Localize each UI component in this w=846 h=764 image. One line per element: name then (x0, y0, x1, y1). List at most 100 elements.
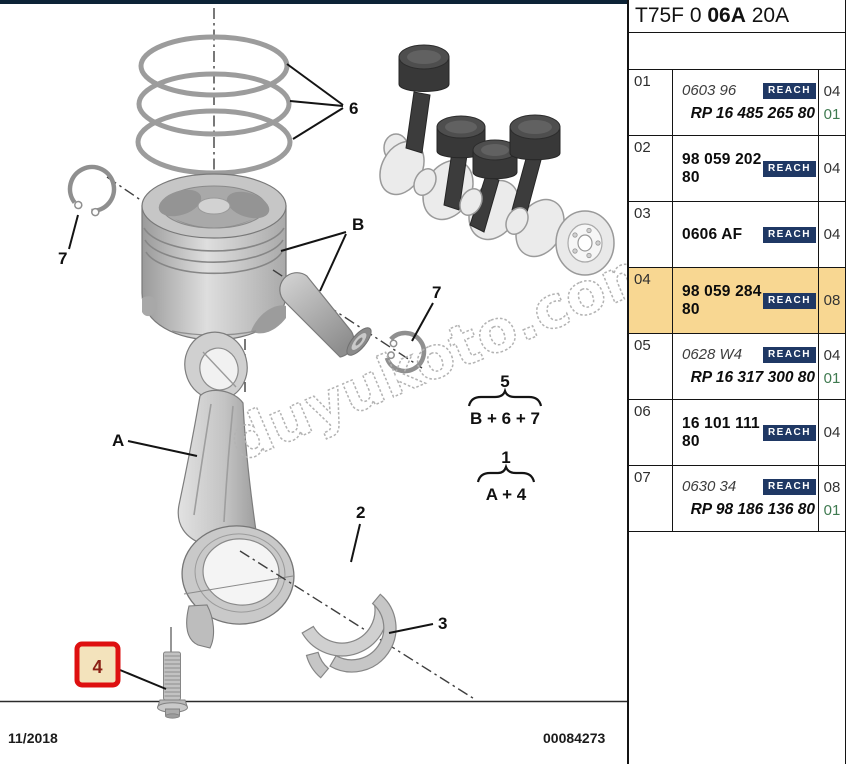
reach-badge[interactable]: REACH (762, 226, 816, 243)
reach-badge[interactable]: REACH (762, 160, 816, 177)
big-end-axis (239, 550, 477, 701)
callout-7-right[interactable]: 7 (432, 283, 441, 302)
piston (141, 173, 287, 341)
quantity-cell: 08 01 (818, 466, 845, 531)
table-row[interactable]: 01 0603 96 REACH RP 16 485 265 80 04 01 (629, 70, 845, 136)
piston-leader-lines (280, 231, 347, 292)
table-row[interactable]: 06 16 101 111 80 REACH 04 (629, 400, 845, 466)
replacement-part-number: RP 16 317 300 80 (690, 369, 815, 386)
row-number: 03 (629, 202, 673, 267)
part-cell: 0606 AF REACH (673, 202, 818, 267)
circlip-right (384, 330, 427, 374)
replacement-part-number: RP 16 485 265 80 (690, 105, 815, 122)
group-formula-piston: 5 B + 6 + 7 (467, 372, 543, 428)
parts-table-rows: 01 0603 96 REACH RP 16 485 265 80 04 01 … (629, 70, 845, 532)
exploded-diagram-panel: 6 7 B 7 (0, 8, 672, 719)
quantity-cell: 04 (818, 400, 845, 465)
part-cell: 16 101 111 80 REACH (673, 400, 818, 465)
piston-pin (279, 272, 372, 358)
header-spacer (629, 33, 845, 70)
footer-doc-number: 00084273 (543, 730, 606, 746)
row-number: 06 (629, 400, 673, 465)
part-number: 98 059 202 80 (682, 150, 762, 186)
part-cell: 98 059 284 80 REACH (673, 268, 818, 333)
shell-lower-leader (388, 623, 434, 634)
row-number: 05 (629, 334, 673, 399)
rod-bolt (157, 627, 188, 719)
group-5-expression: B + 6 + 7 (470, 409, 540, 428)
reach-badge[interactable]: REACH (762, 346, 816, 363)
replacement-part-number: RP 98 186 136 80 (690, 501, 815, 518)
quantity: 04 (823, 82, 841, 100)
reach-badge[interactable]: REACH (762, 478, 816, 495)
code-prefix: T75F 0 (635, 4, 708, 27)
rod-leader (127, 440, 198, 457)
part-number: 98 059 284 80 (682, 282, 762, 318)
callout-6-rings[interactable]: 6 (349, 99, 358, 118)
table-row[interactable]: 02 98 059 202 80 REACH 04 (629, 136, 845, 202)
footer-date: 11/2018 (8, 730, 58, 746)
quantity-cell: 04 01 (818, 334, 845, 399)
overbrace-rod-group (476, 463, 536, 483)
group-formula-rod: 1 A + 4 (476, 448, 536, 504)
part-cell: 0603 96 REACH RP 16 485 265 80 (673, 70, 818, 135)
catalog-code-header: T75F 0 06A 20A (629, 0, 845, 33)
reach-badge[interactable]: REACH (762, 292, 816, 309)
piston-rings (135, 34, 293, 176)
part-number: 0603 96 (682, 82, 737, 99)
row-number: 07 (629, 466, 673, 531)
callout-4-box[interactable]: 4 (74, 641, 121, 688)
part-number: 0628 W4 (682, 346, 743, 363)
code-bold: 06A (707, 4, 746, 27)
part-cell: 0628 W4 REACH RP 16 317 300 80 (673, 334, 818, 399)
circlip-right-leader (411, 302, 434, 342)
table-row[interactable]: 07 0630 34 REACH RP 98 186 136 80 08 01 (629, 466, 845, 532)
part-number: 16 101 111 80 (682, 414, 760, 450)
quantity-cell: 04 (818, 136, 845, 201)
part-cell: 0630 34 REACH RP 98 186 136 80 (673, 466, 818, 531)
circlip-left-leader (68, 214, 79, 250)
quantity: 04 (823, 226, 841, 243)
code-suffix: 20A (745, 4, 790, 27)
callout-3-shell[interactable]: 3 (438, 614, 447, 633)
row-number: 01 (629, 70, 673, 135)
callout-4-bolt: 4 (92, 657, 102, 677)
reach-badge[interactable]: REACH (762, 82, 816, 99)
bearing-shells (301, 593, 397, 679)
row-number: 04 (629, 268, 673, 333)
overbrace-piston-group (467, 387, 543, 407)
part-cell: 98 059 202 80 REACH (673, 136, 818, 201)
callout-B-piston[interactable]: B (352, 215, 364, 234)
crankshaft-assembly (379, 44, 615, 276)
circlip-left (67, 164, 117, 217)
group-1-number: 1 (501, 448, 510, 467)
quantity-cell: 08 (818, 268, 845, 333)
part-number: 0606 AF (682, 225, 743, 243)
quantity: 04 (823, 160, 841, 177)
table-row[interactable]: 04 98 059 284 80 REACH 08 (629, 268, 845, 334)
rings-leader-lines (286, 63, 344, 140)
quantity: 04 (823, 346, 841, 364)
shell-upper-leader (350, 523, 361, 563)
table-row[interactable]: 05 0628 W4 REACH RP 16 317 300 80 04 01 (629, 334, 845, 400)
callout-7-left[interactable]: 7 (58, 249, 67, 268)
rp-quantity: 01 (823, 105, 841, 123)
rp-quantity: 01 (823, 369, 841, 387)
callout-2-shell[interactable]: 2 (356, 503, 365, 522)
group-1-expression: A + 4 (486, 485, 527, 504)
bolt-leader (119, 669, 167, 690)
quantity: 08 (823, 292, 841, 309)
part-number: 0630 34 (682, 478, 737, 495)
rp-quantity: 01 (823, 501, 841, 519)
top-border-bar (0, 0, 846, 4)
quantity: 08 (823, 478, 841, 496)
parts-table-panel: T75F 0 06A 20A 01 0603 96 REACH RP 16 48… (627, 0, 846, 764)
quantity-cell: 04 (818, 202, 845, 267)
group-5-number: 5 (500, 372, 509, 391)
row-number: 02 (629, 136, 673, 201)
reach-badge[interactable]: REACH (762, 424, 816, 441)
exploded-diagram: 6 7 B 7 (0, 8, 672, 719)
callout-A-rod[interactable]: A (112, 431, 124, 450)
table-row[interactable]: 03 0606 AF REACH 04 (629, 202, 845, 268)
quantity-cell: 04 01 (818, 70, 845, 135)
